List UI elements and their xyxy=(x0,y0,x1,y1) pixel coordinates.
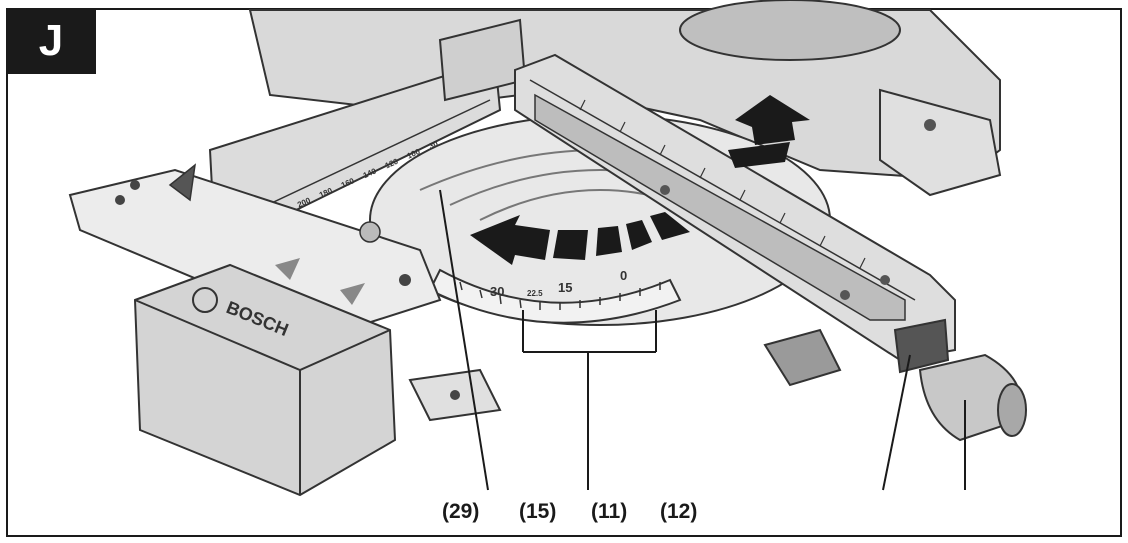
angle-label-22-5: 22.5 xyxy=(527,289,543,298)
mounting-hole xyxy=(130,180,140,190)
rail-slot xyxy=(534,93,906,321)
rail-screw xyxy=(660,185,670,195)
rotation-arrow-icon xyxy=(470,212,690,265)
rail-screw xyxy=(880,275,890,285)
mounting-hole xyxy=(115,195,125,205)
arrow-marker xyxy=(340,283,365,305)
mounting-hole xyxy=(450,390,460,400)
fence-label-30: 30 xyxy=(428,139,440,151)
callout-29: (29) xyxy=(442,500,480,523)
lock-lever xyxy=(763,328,842,387)
rail-screw xyxy=(840,290,850,300)
leader-29 xyxy=(439,189,489,491)
callout-leader-lines xyxy=(439,189,966,491)
base-foot-right xyxy=(879,88,1002,197)
rail-scale-ticks xyxy=(579,99,866,269)
mounting-hole xyxy=(924,119,936,131)
angle-scale-ticks xyxy=(459,281,661,310)
clamp-knob xyxy=(168,163,197,202)
angle-label-15: 15 xyxy=(558,280,572,295)
front-block xyxy=(133,263,397,497)
bosch-logo-icon xyxy=(192,287,218,313)
lock-button xyxy=(893,318,950,374)
arrow-marker xyxy=(275,258,300,280)
angle-label-0: 0 xyxy=(620,268,627,283)
callout-15: (15) xyxy=(519,500,557,523)
leader-lock-button xyxy=(882,354,911,491)
angle-label-30: 30 xyxy=(490,284,504,299)
screw-head xyxy=(359,221,381,243)
callout-12: (12) xyxy=(660,500,698,523)
miter-angle-scale xyxy=(428,268,682,324)
handle-end-cap xyxy=(997,383,1027,437)
mounting-hole xyxy=(399,274,411,286)
figure-label: J xyxy=(6,8,96,74)
rail-scale-line xyxy=(529,79,916,301)
callout-11: (11) xyxy=(591,500,628,523)
blade-guard xyxy=(679,0,901,61)
up-arrow-icon xyxy=(728,95,810,168)
